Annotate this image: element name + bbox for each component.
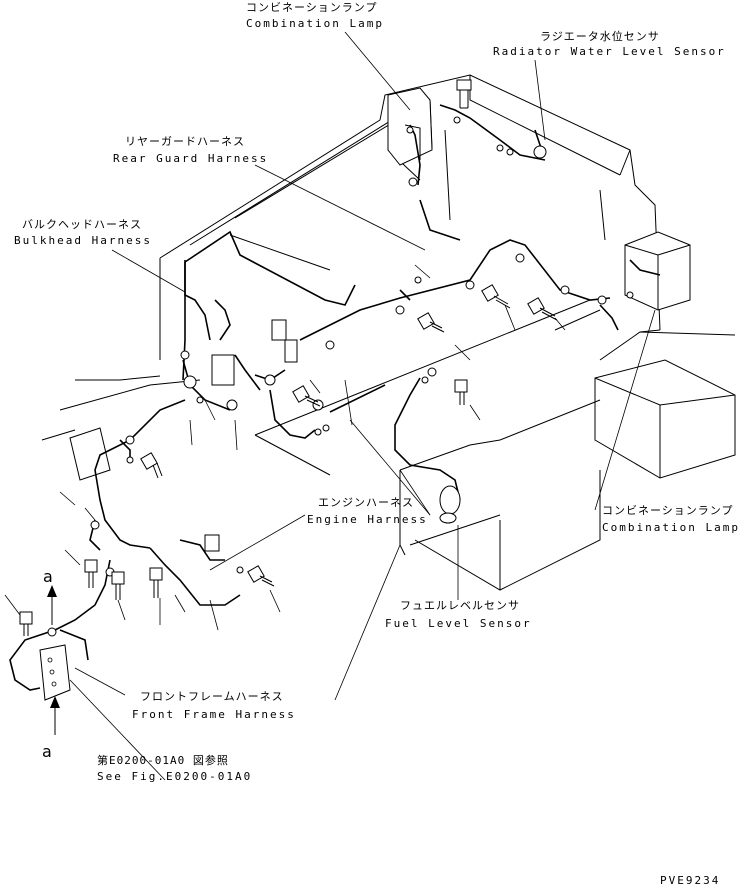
bolt (140, 452, 163, 479)
frame-bracket-plate (39, 427, 111, 701)
engine-harness-en-label: Engine Harness (307, 513, 428, 526)
bolt (149, 567, 163, 598)
bolt (84, 559, 98, 588)
bulkhead-harness-en-label: Bulkhead Harness (14, 234, 152, 247)
front-frame-harness-en-label: Front Frame Harness (132, 708, 296, 721)
radiator-sensor-jp-label: ラジエータ水位センサ (540, 29, 660, 43)
front-frame-harness-wire (9, 399, 241, 691)
front-frame-harness-jp-label: フロントフレームハーネス (140, 690, 284, 703)
bolt (417, 312, 445, 333)
view-a-top-label: a (43, 567, 53, 586)
combination-lamp-right-en-label: Combination Lamp (602, 521, 739, 534)
combination-lamp-top-jp-label: コンビネーションランプ (246, 1, 377, 14)
fuel-level-sensor-jp-label: フュエルレベルセンサ (400, 599, 520, 612)
battery-box (594, 359, 736, 479)
bolt (481, 284, 511, 309)
top-harness-wire (409, 104, 661, 331)
engine-harness-wire (254, 369, 461, 501)
connector-clamps (47, 116, 634, 637)
see-figure-en-label: See Fig.E0200-01A0 (97, 770, 252, 783)
bolt (19, 611, 33, 636)
rear-guard-harness-wire (182, 199, 611, 381)
bolt (247, 565, 275, 587)
bolt (456, 79, 472, 109)
rear-guard-harness-en-label: Rear Guard Harness (113, 152, 268, 165)
combination-lamp-right-jp-label: コンビネーションランプ (602, 504, 733, 517)
combination-lamp-right-unit (624, 231, 691, 311)
radiator-sensor-en-label: Radiator Water Level Sensor (493, 45, 726, 58)
bolts (19, 79, 558, 636)
bulkhead-harness-wire (182, 260, 261, 411)
fuel-level-sensor-en-label: Fuel Level Sensor (385, 617, 532, 630)
bolt (292, 385, 321, 407)
bolt (527, 297, 558, 321)
bulkhead-harness-jp-label: バルクヘッドハーネス (22, 218, 142, 231)
engine-harness-jp-label: エンジンハーネス (318, 496, 414, 509)
combination-lamp-top-en-label: Combination Lamp (246, 17, 384, 30)
leader-lines (4, 31, 656, 781)
rear-guard-harness-jp-label: リヤーガードハーネス (125, 135, 245, 148)
see-figure-jp-label: 第E0200-01A0 図参照 (97, 753, 229, 767)
view-a-arrows (47, 585, 60, 735)
bolt (111, 571, 125, 600)
bolt (454, 379, 468, 405)
view-a-bottom-label: a (42, 742, 52, 761)
drawing-number: PVE9234 (660, 874, 720, 887)
